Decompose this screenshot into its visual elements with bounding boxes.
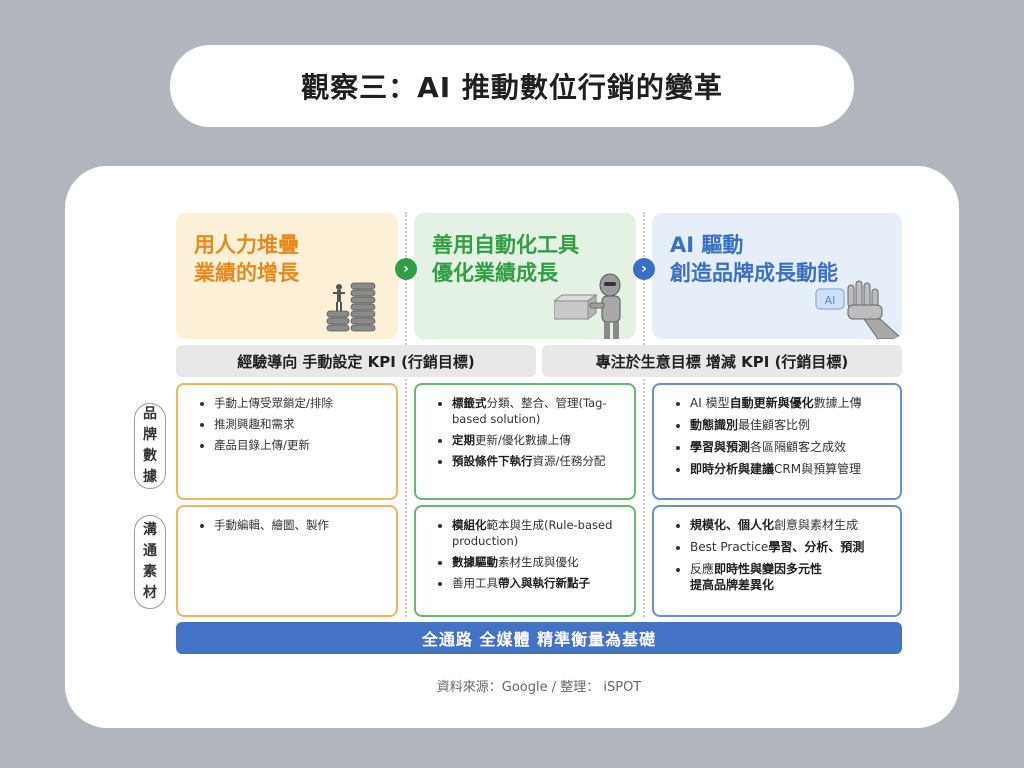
row-label-char: 數 bbox=[143, 448, 157, 464]
row-label-char: 品 bbox=[143, 406, 157, 422]
row-label-char: 溝 bbox=[143, 522, 157, 538]
cell-creative-automation: 模組化範本與生成(Rule-based production) 數據驅動素材生成… bbox=[414, 505, 636, 617]
row-label-char: 素 bbox=[143, 564, 157, 580]
list-item: 善用工具帶入與執行新點子 bbox=[452, 575, 624, 591]
cell-creative-manual: 手動編輯、繪圖、製作 bbox=[176, 505, 398, 617]
row-label-char: 牌 bbox=[143, 427, 157, 443]
row-label-char: 材 bbox=[143, 585, 157, 601]
column-header-manual: 用人力堆疊 業績的增長 bbox=[176, 213, 398, 339]
cell-brand-data-ai: AI 模型自動更新與優化數據上傳 動態識別最佳顧客比例 學習與預測各區隔顧客之成… bbox=[652, 383, 902, 500]
list-item: AI 模型自動更新與優化數據上傳 bbox=[690, 395, 890, 411]
row-label-char: 據 bbox=[143, 469, 157, 485]
list-item: 規模化、個人化創意與素材生成 bbox=[690, 517, 890, 533]
list-item: 學習與預測各區隔顧客之成效 bbox=[690, 439, 890, 455]
list-item: 即時分析與建議CRM與預算管理 bbox=[690, 461, 890, 477]
column-title-line: 業績的增長 bbox=[194, 261, 299, 285]
column-title-line: 創造品牌成長動能 bbox=[670, 261, 838, 285]
row-label-creative-assets: 溝 通 素 材 bbox=[134, 515, 166, 609]
robot-hand-illustration: AI bbox=[815, 280, 902, 339]
column-header-ai: AI 驅動 創造品牌成長動能 AI bbox=[652, 213, 902, 339]
list-item: 標籤式分類、整合、管理(Tag-based solution) bbox=[452, 395, 624, 427]
chevron-right-icon: › bbox=[633, 258, 655, 280]
column-title-line: 優化業績成長 bbox=[432, 261, 558, 285]
list-item: 預設條件下執行資源/任務分配 bbox=[452, 453, 624, 469]
list-item: 推測興趣和需求 bbox=[214, 416, 386, 432]
list-item: 手動上傳受眾鎖定/排除 bbox=[214, 395, 386, 411]
chevron-right-icon: › bbox=[395, 258, 417, 280]
page-title: 觀察三：AI 推動數位行銷的變革 bbox=[301, 71, 723, 104]
list-item: 產品目錄上傳/更新 bbox=[214, 437, 386, 453]
column-title-ai: AI 驅動 創造品牌成長動能 bbox=[670, 231, 838, 287]
cell-brand-data-manual: 手動上傳受眾鎖定/排除 推測興趣和需求 產品目錄上傳/更新 bbox=[176, 383, 398, 500]
list-item: 動態識別最佳顧客比例 bbox=[690, 417, 890, 433]
column-title-manual: 用人力堆疊 業績的增長 bbox=[194, 231, 299, 287]
row-label-char: 通 bbox=[143, 543, 157, 559]
cell-creative-ai: 規模化、個人化創意與素材生成 Best Practice學習、分析、預測 反應即… bbox=[652, 505, 902, 617]
column-header-automation: 善用自動化工具 優化業績成長 bbox=[414, 213, 636, 339]
coin-stack-illustration bbox=[326, 282, 376, 332]
robot-with-box-illustration bbox=[554, 273, 621, 339]
foundation-bar: 全通路 全媒體 精準衡量為基礎 bbox=[176, 622, 902, 654]
kpi-bar-manual: 經驗導向 手動設定 KPI (行銷目標) bbox=[176, 345, 536, 377]
source-credit: 資料來源：Google / 整理： iSPOT bbox=[436, 680, 642, 695]
row-label-brand-data: 品 牌 數 據 bbox=[134, 403, 166, 489]
column-divider bbox=[643, 212, 645, 617]
kpi-bar-business: 專注於生意目標 增減 KPI (行銷目標) bbox=[542, 345, 902, 377]
cell-brand-data-automation: 標籤式分類、整合、管理(Tag-based solution) 定期更新/優化數… bbox=[414, 383, 636, 500]
list-item: Best Practice學習、分析、預測 bbox=[690, 539, 890, 555]
column-title-line: 用人力堆疊 bbox=[194, 233, 299, 257]
column-title-automation: 善用自動化工具 優化業績成長 bbox=[432, 231, 579, 287]
column-title-line: 善用自動化工具 bbox=[432, 233, 579, 257]
list-item: 定期更新/優化數據上傳 bbox=[452, 432, 624, 448]
title-banner: 觀察三：AI 推動數位行銷的變革 bbox=[170, 45, 854, 127]
column-title-line: AI 驅動 bbox=[670, 233, 744, 257]
column-divider bbox=[405, 212, 407, 617]
list-item: 數據驅動素材生成與優化 bbox=[452, 554, 624, 570]
list-item: 手動編輯、繪圖、製作 bbox=[214, 517, 386, 533]
list-item: 模組化範本與生成(Rule-based production) bbox=[452, 517, 624, 549]
ai-badge-label: AI bbox=[825, 294, 836, 307]
